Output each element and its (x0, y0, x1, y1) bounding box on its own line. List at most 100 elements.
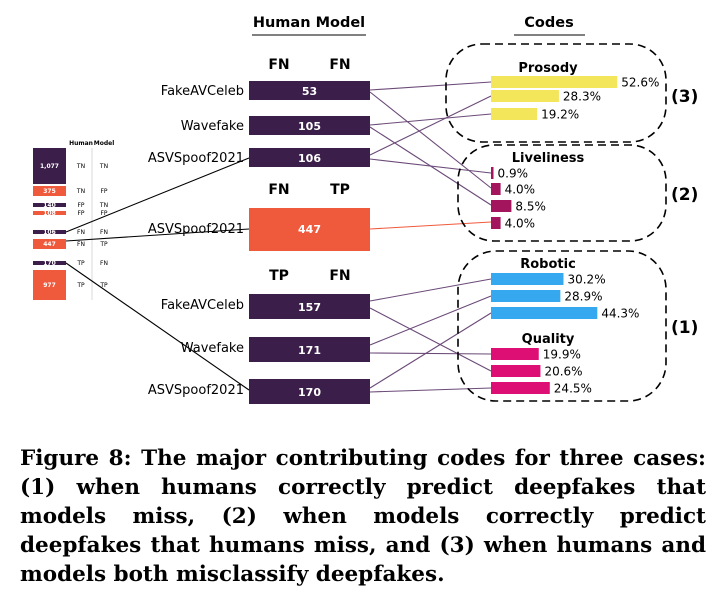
count-bar (249, 81, 370, 100)
code-link (369, 352, 492, 355)
group3-human-header: TP (269, 268, 289, 284)
code-link (369, 158, 492, 174)
group3-model-header: FN (329, 268, 350, 284)
code-bar (491, 382, 550, 394)
group2-human-header: FN (268, 182, 289, 198)
connector-links (65, 81, 492, 393)
group2-model-header: TP (330, 182, 350, 198)
mini-model-label: TN (99, 163, 108, 170)
count-bar (249, 116, 370, 135)
code-bar (491, 90, 559, 102)
count-value: 53 (302, 85, 317, 98)
code-bar-label: 30.2% (567, 273, 605, 287)
header-human-model: Human Model (253, 15, 365, 31)
mini-bar-value: 108 (43, 210, 56, 217)
code-link (369, 81, 492, 91)
mini-human-label: FN (77, 229, 85, 236)
code-link (369, 278, 492, 302)
code-title-liveliness: Liveliness (512, 151, 585, 166)
code-bars: 52.6%28.3%19.2%0.9%4.0%8.5%4.0%30.2%28.9… (491, 76, 659, 396)
mini-bar-value: 106 (43, 229, 56, 236)
case-label-2: (2) (671, 185, 698, 205)
mini-bar (33, 270, 66, 300)
dataset-label: ASVSpoof2021 (148, 151, 244, 166)
code-bar-label: 28.3% (563, 90, 601, 104)
code-title-robotic: Robotic (520, 257, 576, 272)
mini-model-label: FN (100, 260, 108, 267)
mini-link (65, 157, 250, 233)
mini-bar (33, 211, 66, 215)
code-bar-label: 44.3% (601, 307, 639, 321)
code-title-prosody: Prosody (518, 61, 578, 76)
count-bar (249, 337, 370, 362)
mini-model-label: TP (99, 282, 108, 289)
mini-human-label: FN (77, 241, 85, 248)
count-value: 105 (298, 120, 321, 133)
code-bar-label: 19.2% (541, 108, 579, 122)
code-link (369, 295, 492, 346)
header-codes: Codes (524, 15, 573, 31)
code-bar (491, 200, 512, 212)
code-bar (491, 217, 501, 229)
mini-bar-value: 1,077 (40, 163, 59, 170)
code-link (369, 221, 492, 230)
code-link (369, 113, 492, 126)
code-bar-label: 8.5% (515, 200, 546, 214)
mini-human-label: TP (76, 282, 85, 289)
dataset-label: Wavefake (181, 341, 244, 356)
group1-model-header: FN (329, 57, 350, 73)
mini-model-label: TN (99, 202, 108, 209)
count-value: 106 (298, 152, 321, 165)
mini-model-label: TP (99, 241, 108, 248)
mini-bar (33, 203, 66, 207)
code-bar-label: 24.5% (554, 382, 592, 396)
mini-col-model: Model (94, 140, 115, 147)
mini-bar-value: 170 (43, 260, 56, 267)
mini-bar (33, 261, 66, 265)
code-bar (491, 290, 561, 302)
mini-model-label: FN (100, 229, 108, 236)
code-link (369, 95, 492, 156)
mini-link (65, 262, 250, 391)
mini-bar-value: 140 (43, 202, 56, 209)
mini-human-label: TP (76, 260, 85, 267)
code-bar-label: 28.9% (564, 290, 602, 304)
cluster-robotic-quality (457, 250, 667, 402)
cluster-liveliness (457, 144, 667, 242)
mini-bar (33, 148, 66, 184)
mini-human-label: FP (77, 202, 84, 209)
count-value: 171 (298, 344, 321, 357)
count-bar (249, 294, 370, 319)
count-bar (249, 379, 370, 404)
mini-bar (33, 239, 66, 249)
case-label-1: (1) (671, 318, 698, 338)
code-bar-label: 4.0% (505, 183, 535, 197)
code-link (369, 387, 492, 393)
count-value: 170 (298, 386, 321, 399)
dataset-label: FakeAVCeleb (161, 298, 244, 313)
count-bar (249, 148, 370, 167)
code-clusters (445, 43, 667, 402)
code-bar (491, 348, 539, 360)
mini-link (65, 228, 250, 242)
code-bar-label: 19.9% (543, 348, 581, 362)
code-bar-label: 0.9% (498, 167, 529, 181)
dataset-label: ASVSpoof2021 (148, 383, 244, 398)
dataset-label: ASVSpoof2021 (148, 222, 244, 237)
code-bar-label: 20.6% (544, 365, 582, 379)
mini-model-label: FP (100, 210, 107, 217)
mini-bar-value: 375 (43, 188, 56, 195)
dataset-label: FakeAVCeleb (161, 84, 244, 99)
code-bar (491, 273, 564, 285)
code-bar (491, 76, 618, 88)
mini-human-label: TN (76, 188, 85, 195)
code-link (369, 91, 492, 189)
group2-rows: ASVSpoof2021 447 (148, 208, 370, 251)
code-link (369, 307, 492, 372)
count-value: 157 (298, 301, 321, 314)
count-value: 447 (298, 223, 321, 236)
count-bar (249, 208, 370, 251)
group1-human-header: FN (268, 57, 289, 73)
